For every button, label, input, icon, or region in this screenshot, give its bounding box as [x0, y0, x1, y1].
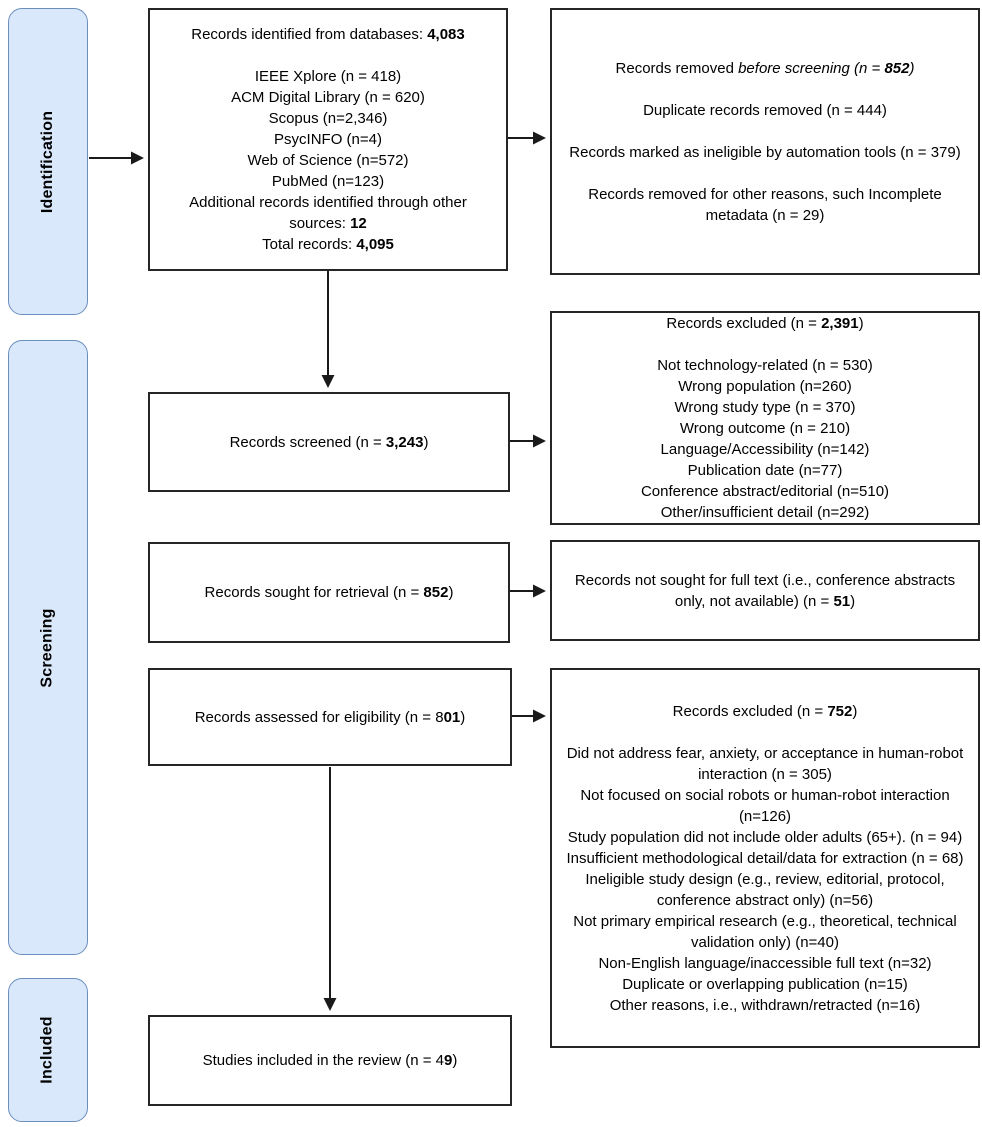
- flow-box-text-line: Conference abstract/editorial (n=510): [640, 483, 890, 500]
- stage-included: Included: [8, 978, 88, 1122]
- flow-box-text-line: Records sought for retrieval (n = 852): [204, 584, 454, 601]
- flow-box-text-line: Study population did not include older a…: [567, 828, 963, 846]
- flow-box-text-line: Wrong outcome (n = 210): [679, 420, 851, 437]
- flow-box-text-line: Duplicate or overlapping publication (n=…: [622, 975, 908, 993]
- box-records-not-sought: Records not sought for full text (i.e., …: [550, 540, 980, 641]
- flow-box-text-line: Records assessed for eligibility (n = 80…: [194, 708, 466, 726]
- box-records-excluded-screening: Records excluded (n = 2,391) Not technolo…: [550, 311, 980, 525]
- box-studies-included: Studies included in the review (n = 49): [148, 1015, 512, 1106]
- flow-box-text-line: Not primary empirical research (e.g., th…: [573, 912, 957, 951]
- flow-box-text-line: Publication date (n=77): [687, 462, 843, 479]
- flow-box-text-line: Wrong study type (n = 370): [674, 399, 856, 416]
- stage-identification-label: Identification: [39, 110, 57, 213]
- flow-box-text-line: [159, 45, 497, 66]
- flow-box-text-line: [561, 334, 969, 355]
- flow-box-text-line: Records excluded (n = 752): [672, 702, 858, 720]
- flow-box-text-line: Additional records identified through ot…: [189, 194, 467, 232]
- box-records-removed-before-screening: Records removed before screening (n = 85…: [550, 8, 980, 275]
- flow-box-text-line: Not technology-related (n = 530): [657, 357, 873, 374]
- flow-box-text-line: IEEE Xplore (n = 418): [254, 68, 402, 85]
- flow-box-text-line: Other/insufficient detail (n=292): [660, 504, 870, 521]
- box-records-identified: Records identified from databases: 4,083…: [148, 8, 508, 271]
- flow-box-text-line: Other reasons, i.e., withdrawn/retracted…: [609, 996, 921, 1014]
- stage-identification: Identification: [8, 8, 88, 315]
- flow-box-text-line: Ineligible study design (e.g., review, e…: [585, 870, 945, 909]
- flow-box-text-line: Duplicate records removed (n = 444): [643, 101, 887, 119]
- flow-box-text-line: Records removed before screening (n = 85…: [615, 59, 915, 77]
- flow-box-text-line: Records not sought for full text (i.e., …: [574, 571, 956, 610]
- flow-box-text-line: [561, 121, 969, 142]
- flow-box-text-line: [561, 722, 969, 743]
- flow-box-text-line: PubMed (n=123): [271, 173, 385, 190]
- stage-included-label: Included: [38, 1016, 56, 1084]
- stage-screening-label: Screening: [39, 607, 57, 688]
- flow-box-text-line: [561, 79, 969, 100]
- flow-box-text-line: Records excluded (n = 2,391): [666, 315, 864, 332]
- flow-box-text-line: Scopus (n=2,346): [268, 110, 388, 127]
- flow-box-text-line: Studies included in the review (n = 49): [202, 1052, 458, 1069]
- flow-box-text-line: [561, 163, 969, 184]
- stage-screening: Screening: [8, 340, 88, 955]
- flow-box-text-line: ACM Digital Library (n = 620): [231, 89, 425, 106]
- box-records-assessed-eligibility: Records assessed for eligibility (n = 80…: [148, 668, 512, 766]
- flow-box-text-line: Records removed for other reasons, such …: [588, 185, 942, 224]
- flow-box-text-line: Language/Accessibility (n=142): [660, 441, 870, 458]
- box-records-excluded-eligibility: Records excluded (n = 752) Did not addres…: [550, 668, 980, 1048]
- flow-box-text-line: Records marked as ineligible by automati…: [569, 143, 961, 161]
- flow-box-text-line: Non-English language/inaccessible full t…: [598, 954, 932, 972]
- flow-box-text-line: Wrong population (n=260): [678, 378, 852, 395]
- flow-box-text-line: Records identified from databases: 4,083: [191, 26, 465, 43]
- flow-box-text-line: Insufficient methodological detail/data …: [566, 849, 964, 867]
- flow-box-text-line: Records screened (n = 3,243): [229, 433, 429, 451]
- flow-box-text-line: Total records: 4,095: [262, 236, 394, 253]
- flow-box-text-line: Not focused on social robots or human-ro…: [580, 786, 950, 825]
- box-records-screened: Records screened (n = 3,243): [148, 392, 510, 492]
- flow-box-text-line: Did not address fear, anxiety, or accept…: [566, 744, 964, 783]
- box-records-sought-retrieval: Records sought for retrieval (n = 852): [148, 542, 510, 643]
- flow-box-text-line: Web of Science (n=572): [247, 152, 409, 169]
- flow-box-text-line: PsycINFO (n=4): [274, 131, 382, 148]
